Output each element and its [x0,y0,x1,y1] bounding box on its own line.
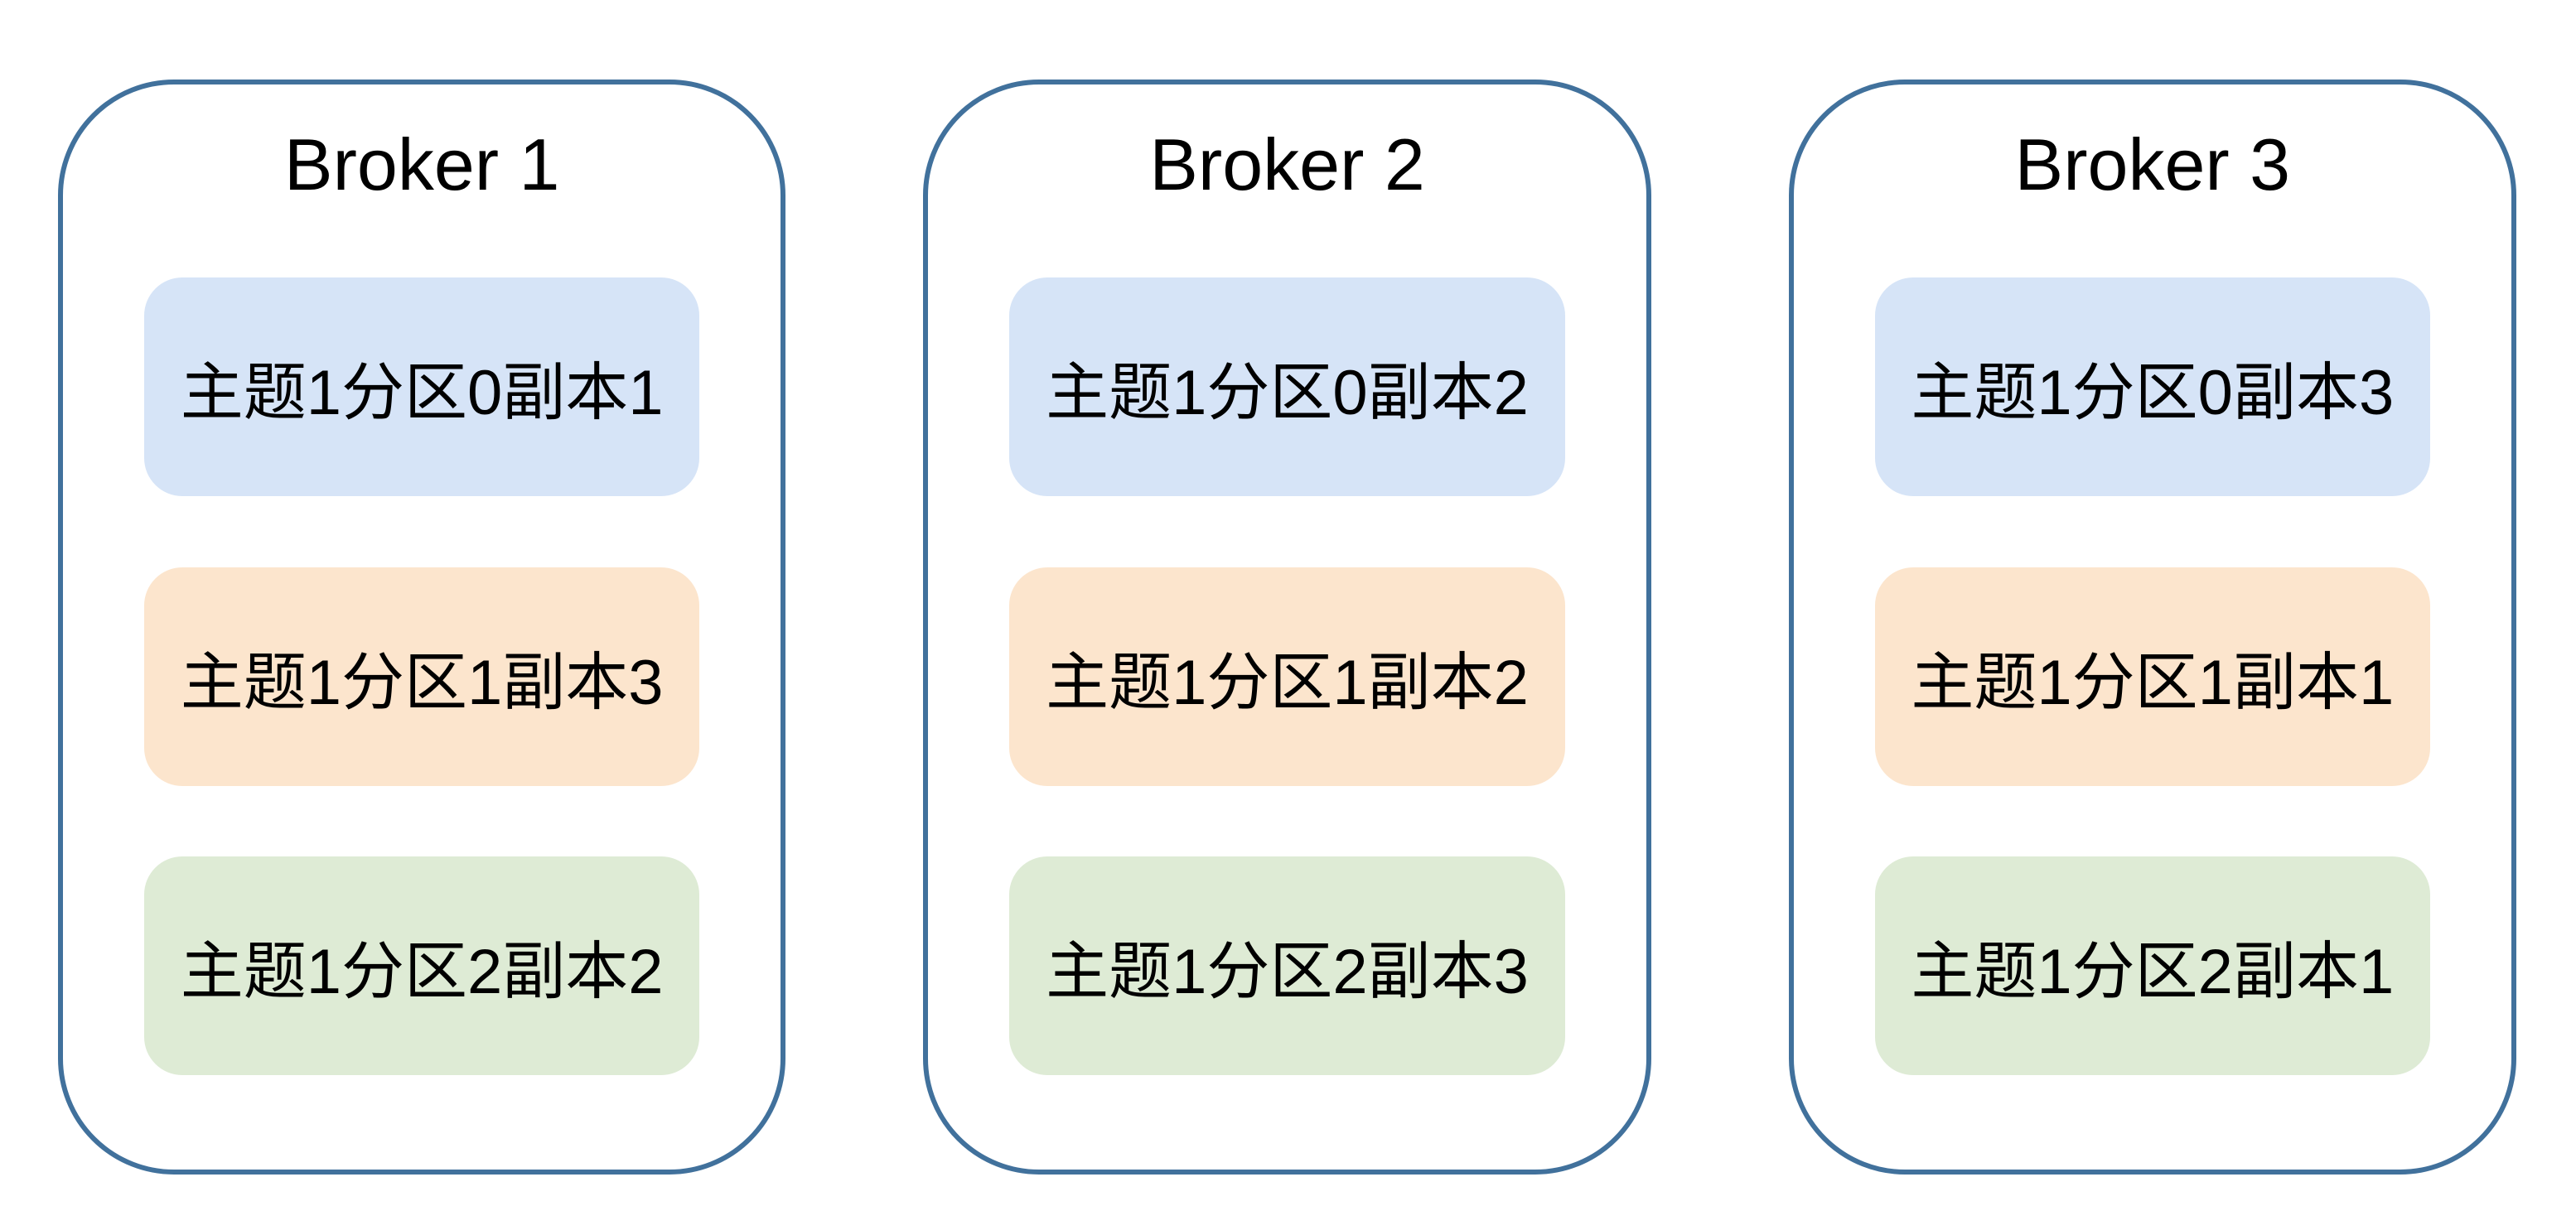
broker-title: Broker 1 [283,123,560,205]
replica-box-orange: 主题1分区1副本2 [1009,567,1565,786]
replica-box-orange: 主题1分区1副本3 [144,567,700,786]
replica-box-green: 主题1分区2副本3 [1009,856,1565,1076]
replica-box-green: 主题1分区2副本2 [144,856,700,1076]
replica-box-blue: 主题1分区0副本2 [1009,277,1565,496]
broker-title: Broker 3 [2014,123,2291,205]
replica-box-blue: 主题1分区0副本1 [144,277,700,496]
broker-title: Broker 2 [1149,123,1425,205]
replica-box-green: 主题1分区2副本1 [1874,856,2430,1076]
broker-container-3: Broker 3 主题1分区0副本3 主题1分区1副本1 主题1分区2副本1 [1788,80,2516,1175]
replica-list: 主题1分区0副本3 主题1分区1副本1 主题1分区2副本1 [1794,206,2511,1170]
broker-container-2: Broker 2 主题1分区0副本2 主题1分区1副本2 主题1分区2副本3 [923,80,1651,1175]
replica-box-orange: 主题1分区1副本1 [1874,567,2430,786]
replica-list: 主题1分区0副本1 主题1分区1副本3 主题1分区2副本2 [63,206,781,1170]
broker-container-1: Broker 1 主题1分区0副本1 主题1分区1副本3 主题1分区2副本2 [58,80,786,1175]
replica-box-blue: 主题1分区0副本3 [1874,277,2430,496]
replica-list: 主题1分区0副本2 主题1分区1副本2 主题1分区2副本3 [928,206,1646,1170]
